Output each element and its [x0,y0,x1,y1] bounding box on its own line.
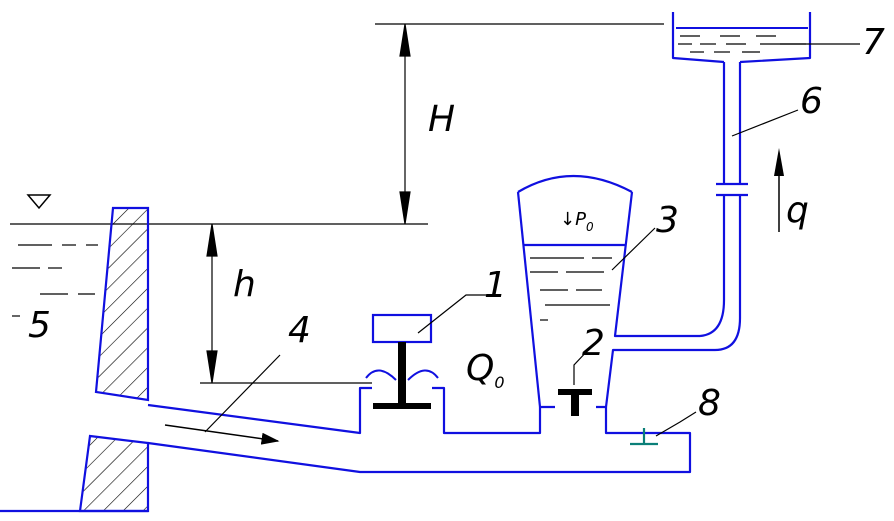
label-p0: ↓P0 [560,209,594,234]
arrow-right-icon [164,424,280,445]
callout-7: 7 [862,22,885,63]
callout-2: 2 [582,323,605,364]
dimension-h [206,223,218,384]
waste-valve-stem [398,342,406,404]
dimension-H [399,23,411,225]
reservoir-water [12,244,98,317]
dam-upper [94,206,150,402]
callout-3: 3 [656,200,679,241]
callout-1: 1 [484,265,507,306]
callout-8: 8 [698,383,721,424]
drain-valve [630,428,658,446]
waste-valve-weight [371,313,433,344]
callout-4: 4 [288,310,311,351]
ram-body [147,12,812,474]
pipe-flange [716,182,748,197]
label-H: H [428,99,455,140]
dam-lower [78,434,150,513]
outflow-arrow-left [365,369,397,381]
outflow-arrow-right [407,369,439,381]
callout-5: 5 [28,305,51,346]
label-Q: Q0 [466,348,505,392]
waste-valve-disc [373,403,431,409]
leader-lines [204,43,860,437]
callout-6: 6 [800,81,823,122]
triangle-down-icon [26,194,52,210]
label-h: h [233,264,256,305]
arrow-up-icon [774,148,784,232]
label-q: q [786,190,809,231]
delivery-valve-stem [571,394,579,416]
air-chamber-water [530,257,612,321]
delivery-valve-head [558,389,592,395]
